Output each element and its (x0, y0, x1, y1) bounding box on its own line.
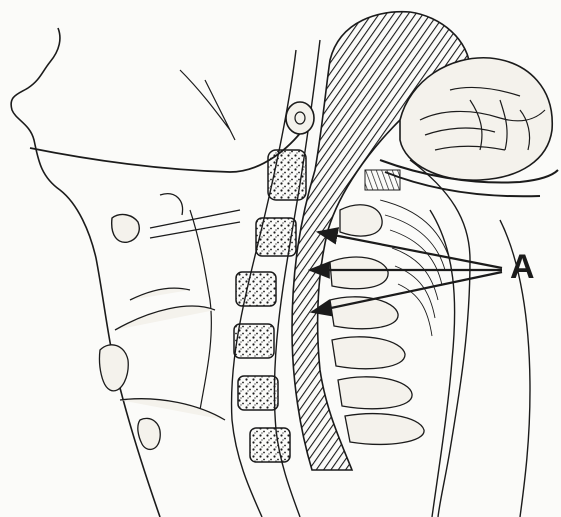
spinous-processes (330, 205, 424, 445)
face-profile-outline (11, 28, 160, 517)
atlas-ring (286, 102, 314, 134)
neck-soft-tissue (410, 160, 530, 517)
label-a: A (510, 250, 535, 284)
skull-base-hatch (365, 170, 400, 190)
vertebra-c3 (256, 218, 296, 256)
vertebra-c6 (238, 376, 278, 410)
vertebra-c5 (234, 324, 274, 358)
hyoid-bone (112, 215, 140, 243)
pharynx-wall (150, 194, 240, 238)
larynx-outline (99, 288, 225, 449)
vertebra-c7 (250, 428, 290, 462)
vertebra-c4 (236, 272, 276, 306)
mandible-outline (180, 70, 235, 410)
